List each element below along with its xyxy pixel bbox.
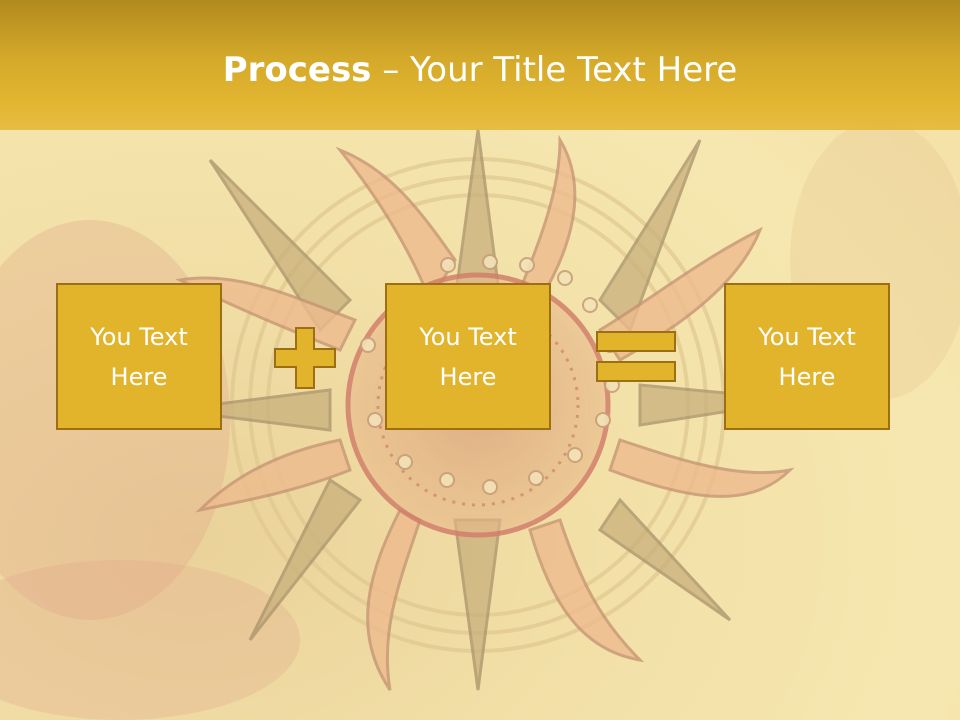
process-box-label: You Text Here [419,322,517,391]
process-box-label: You Text Here [90,322,188,391]
slide-title: Process – Your Title Text Here [0,50,960,90]
title-bold-text: Process [222,50,372,90]
plus-icon [274,327,336,389]
process-box-3[interactable]: You Text Here [724,283,890,430]
process-box-2[interactable]: You Text Here [385,283,551,430]
title-bar [0,0,960,130]
process-box-1[interactable]: You Text Here [56,283,222,430]
process-box-label: You Text Here [758,322,856,391]
title-rest-text: – Your Title Text Here [371,50,738,90]
equals-icon [596,331,676,382]
